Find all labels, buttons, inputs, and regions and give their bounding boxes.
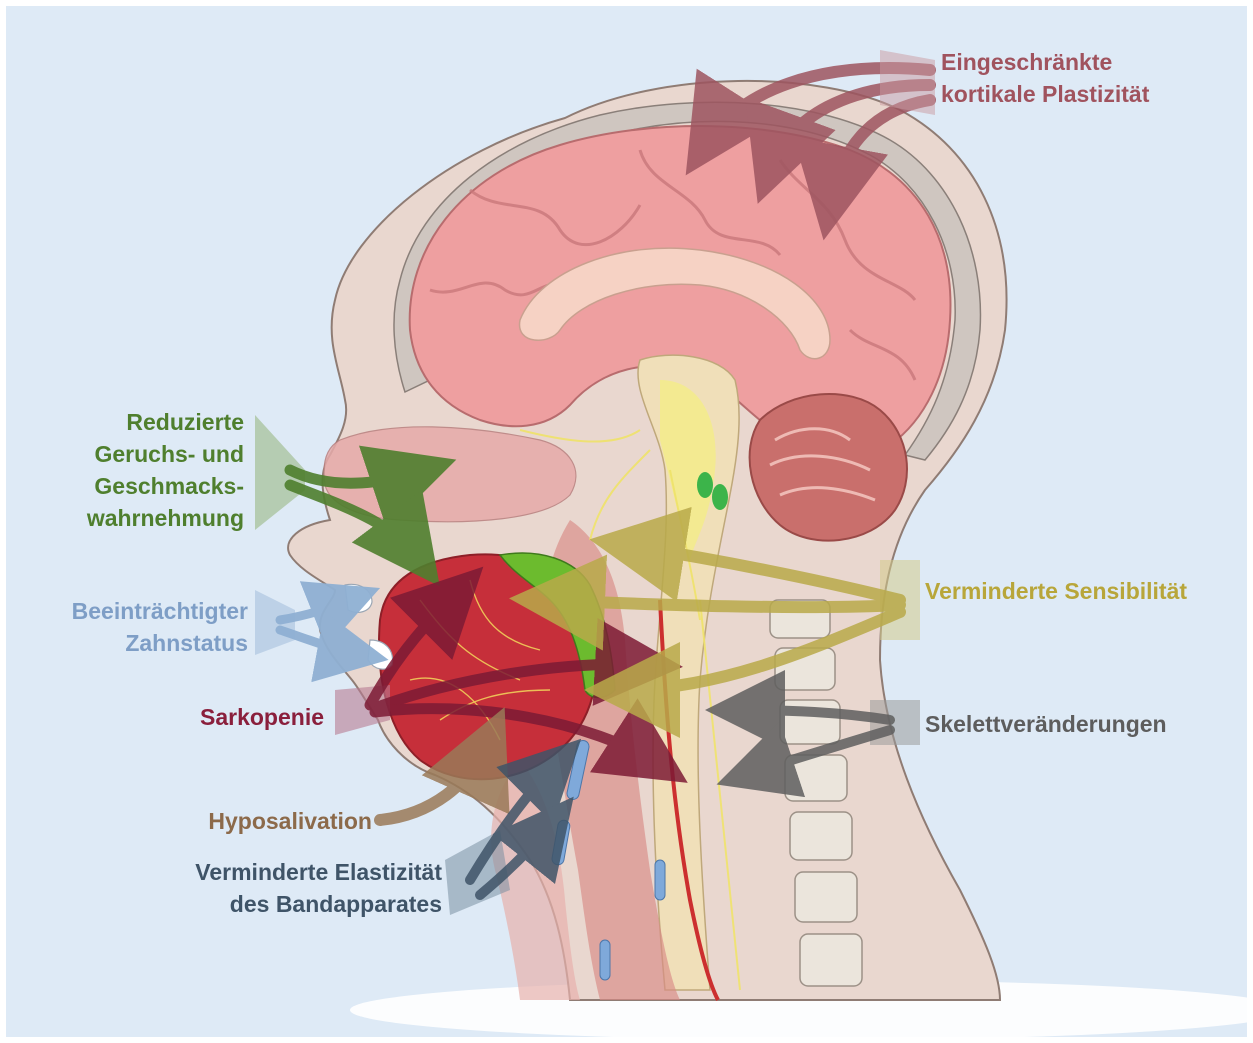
label-ligament-line-1: Verminderte Elastizität <box>120 856 442 888</box>
nucleus-2 <box>712 484 728 510</box>
cerebellum <box>750 394 907 541</box>
plasticity-band <box>880 50 935 115</box>
nasal-cavity <box>324 427 576 522</box>
label-teeth-line-2: Zahnstatus <box>20 627 248 659</box>
label-cortical-plasticity-line-2: kortikale Plastizität <box>941 78 1149 110</box>
label-cortical-plasticity-line-1: Eingeschränkte <box>941 46 1149 78</box>
label-cortical-plasticity: Eingeschränkte kortikale Plastizität <box>941 46 1149 110</box>
label-ligament-line-2: des Bandapparates <box>120 888 442 920</box>
label-smell-taste-line-4: wahrnehmung <box>40 502 244 534</box>
label-teeth: Beeinträchtigter Zahnstatus <box>20 595 248 659</box>
label-skeleton: Skelettveränderungen <box>925 708 1167 740</box>
label-smell-taste-line-3: Geschmacks- <box>40 470 244 502</box>
label-smell-taste-line-1: Reduzierte <box>40 406 244 438</box>
label-smell-taste: Reduzierte Geruchs- und Geschmacks- wahr… <box>40 406 244 534</box>
label-ligament: Verminderte Elastizität des Bandapparate… <box>120 856 442 920</box>
label-hyposalivation: Hyposalivation <box>120 805 372 837</box>
label-teeth-line-1: Beeinträchtigter <box>20 595 248 627</box>
nucleus-1 <box>697 472 713 498</box>
label-sarcopenia: Sarkopenie <box>100 701 324 733</box>
label-sensibility: Verminderte Sensibilität <box>925 575 1187 607</box>
label-smell-taste-line-2: Geruchs- und <box>40 438 244 470</box>
